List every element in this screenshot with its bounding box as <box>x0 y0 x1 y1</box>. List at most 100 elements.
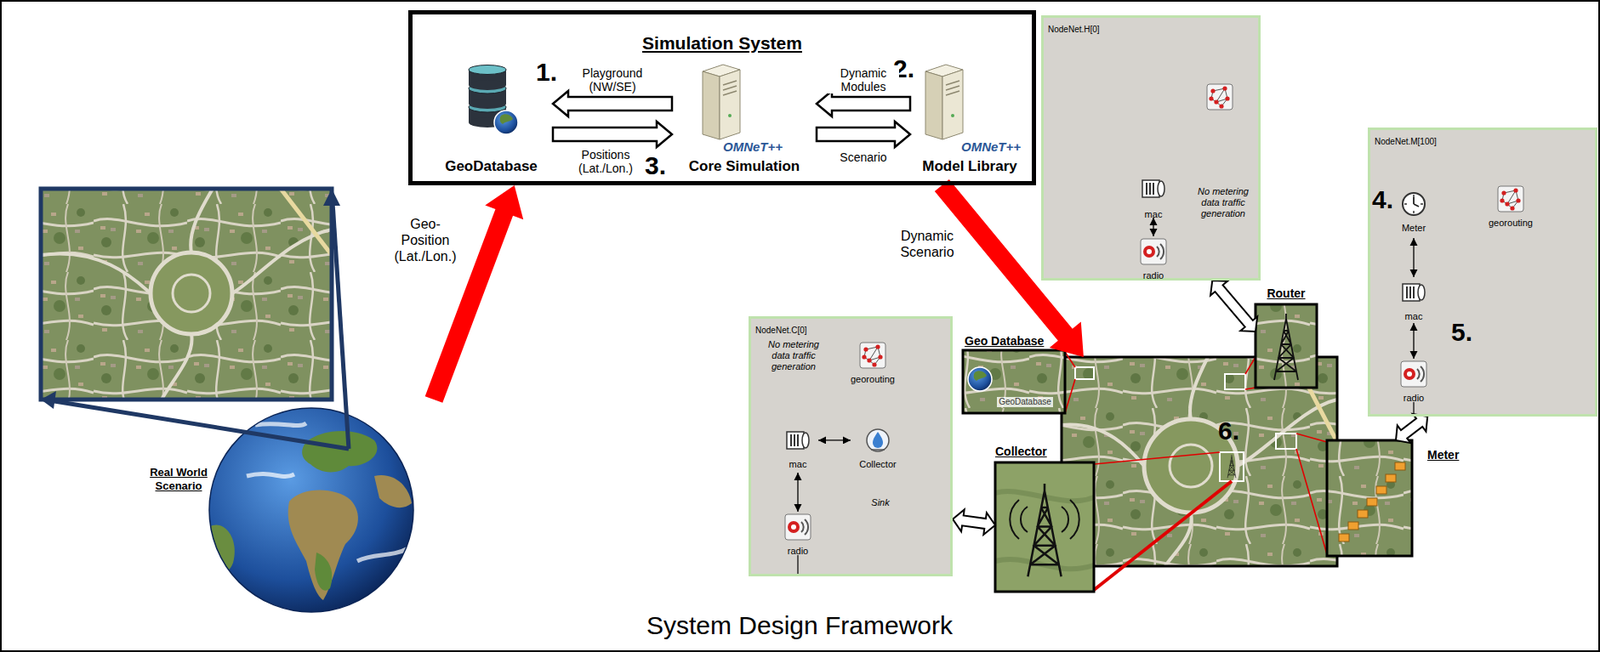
edge-label: Geo-Position (Lat./Lon.) <box>391 216 460 265</box>
geodatabase-inset <box>962 350 1065 414</box>
node-label: Model Library <box>922 158 1017 176</box>
edge-label: Scenario <box>839 150 887 165</box>
zoom-lines-part <box>323 188 341 206</box>
module-icons-part <box>1142 180 1165 198</box>
callout-number: 1. <box>535 59 558 86</box>
globe-illustration <box>209 408 414 613</box>
zoomed-aerial-part <box>40 188 332 400</box>
server-icon <box>925 64 963 140</box>
block-arrow <box>816 91 911 117</box>
collector-inset <box>995 462 1094 593</box>
meter-inset-part <box>1326 440 1413 557</box>
text-slot: Geo Database <box>964 333 1064 349</box>
module-panel: NodeNet.C[0] No metering data traffic gen… <box>748 316 953 577</box>
inset-text: GeoDatabase <box>996 397 1054 408</box>
scenario-map-part <box>1275 433 1297 450</box>
text-slot: Dynamic Scenario <box>894 227 960 261</box>
text-slot: Geo-Position (Lat./Lon.) <box>391 216 460 265</box>
collector-inset-part <box>1027 483 1061 577</box>
text-slot: System Design Framework <box>459 610 1140 642</box>
callout-number: 5. <box>1451 319 1473 346</box>
scenario-map-part <box>1224 374 1246 390</box>
text-slot: Collector <box>995 444 1089 460</box>
panel-title: NodeNet.C[0] <box>755 325 808 336</box>
geodatabase-inset-part <box>962 350 1065 414</box>
text-slot: GeoDatabase <box>429 158 553 176</box>
zoomed-aerial-part <box>40 188 332 400</box>
zoom-lines-part <box>54 401 349 450</box>
collector-inset-part <box>995 491 1094 570</box>
scenario-map-part <box>1075 367 1094 380</box>
router-inset-part <box>1255 304 1317 388</box>
meter-inset <box>1326 440 1413 557</box>
module-node: radio <box>1393 358 1435 405</box>
panel-fills <box>748 15 1598 577</box>
module-node: Meter <box>1395 188 1433 239</box>
block-arrow <box>1395 414 1428 444</box>
geodatabase-inset-part <box>962 350 1065 414</box>
meter-inset-part <box>1326 440 1413 557</box>
panel-note: No metering data traffic generation <box>762 339 825 373</box>
module-node: radio <box>1133 236 1174 280</box>
module-label: radio <box>1143 270 1164 282</box>
text-slot: Real World Scenario <box>136 466 222 494</box>
globe-illustration-part <box>209 408 414 613</box>
panel-title: NodeNet.M[100] <box>1374 136 1437 148</box>
text-slot: radio <box>1133 267 1174 283</box>
module-icons-part <box>866 429 889 452</box>
logo-text: OMNeT++ <box>723 139 783 155</box>
scenario-map-part <box>1227 455 1236 479</box>
region-label: Real World Scenario <box>136 466 222 494</box>
text-slot: NodeNet.M[100] <box>1374 132 1545 149</box>
box-heading: Simulation System <box>642 33 803 54</box>
module-icons-part <box>1402 193 1425 216</box>
module-node: georouting <box>1480 183 1542 234</box>
zoomed-aerial-part <box>280 188 332 256</box>
module-node: Collector <box>850 425 906 473</box>
text-slot: Dynamic Modules <box>827 66 900 95</box>
router-inset-part <box>1274 313 1299 381</box>
text-slot: Router <box>1255 285 1317 302</box>
text-slot: No metering data traffic generation <box>1192 186 1254 221</box>
text-slot: Scenario <box>827 149 900 166</box>
globe-illustration-part <box>209 408 414 613</box>
zoom-lines-part <box>40 391 57 410</box>
globe-illustration-part-part <box>301 431 377 473</box>
text-slot: 4. <box>1372 187 1401 213</box>
caption: System Design Framework <box>646 610 953 642</box>
text-slot: 5. <box>1451 319 1481 346</box>
server-node: OMNeT++Core Simulation <box>671 59 817 181</box>
meter-inset-part <box>1348 522 1359 530</box>
globe-illustration-part-part <box>288 490 359 601</box>
gate-connection <box>1152 217 1154 237</box>
node-label: GeoDatabase <box>444 158 538 176</box>
inset-node: Router <box>1255 285 1317 388</box>
panel-note: No metering data traffic generation <box>1192 186 1254 220</box>
text-slot: Playground (NW/SE) <box>576 66 649 95</box>
globe-illustration-part-part <box>374 475 412 508</box>
module-label: radio <box>787 546 809 558</box>
module-label: Meter <box>1401 222 1426 234</box>
globe-illustration-part <box>209 423 412 601</box>
gate-connection <box>797 472 798 513</box>
module-label: mac <box>1405 311 1424 323</box>
callout-number: 4. <box>1372 187 1394 213</box>
inset-node: Geo DatabaseGeoDatabase <box>962 333 1065 414</box>
zoomed-aerial <box>40 188 332 400</box>
callout-number: 3. <box>644 153 667 179</box>
block-arrow <box>1210 280 1258 332</box>
inset-node: Meter <box>1326 440 1481 557</box>
text-slot: Collector <box>850 455 906 472</box>
block-arrow <box>952 509 996 535</box>
text-slot: georouting <box>1480 214 1542 230</box>
module-label: georouting <box>850 374 895 386</box>
inset-heading: Geo Database <box>964 334 1044 349</box>
scenario-map: 6. <box>1061 357 1338 567</box>
module-icons-part <box>1497 186 1524 212</box>
scenario-map-part <box>1093 481 1232 591</box>
gate-connection <box>1412 323 1414 359</box>
module-icons-part <box>1207 84 1233 110</box>
block-arrow <box>552 121 672 148</box>
logo-text: OMNeT++ <box>961 139 1021 155</box>
